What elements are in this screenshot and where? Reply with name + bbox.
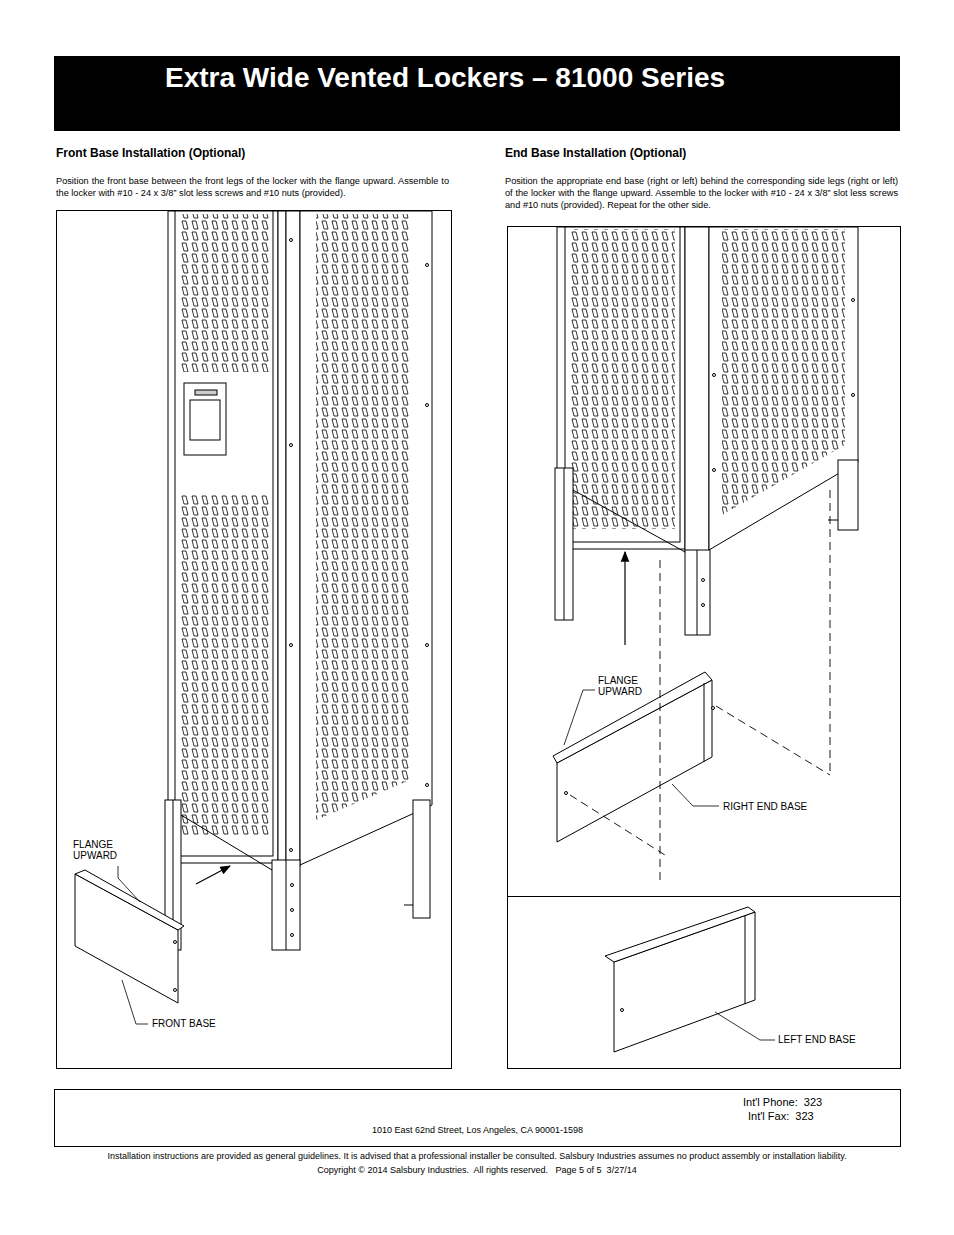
alignment-dashes — [570, 490, 830, 885]
install-arrow — [196, 866, 230, 884]
callout-label: FLANGE UPWARD — [73, 839, 129, 861]
figure-frame: FLANGE UPWARD FRONT BASE — [56, 210, 452, 1069]
contact-box: Int'l Phone: 323Int'l Fax: 323 1010 East … — [54, 1089, 901, 1147]
figure-panel: FLANGE UPWARD RIGHT END BASE — [507, 226, 901, 897]
title-band — [54, 56, 900, 131]
leader-line — [118, 866, 140, 902]
instruction-text: Position the front base between the fron… — [56, 175, 449, 199]
phone-text: Int'l Phone: 323 — [743, 1096, 822, 1109]
section-heading: End Base Installation (Optional) — [505, 146, 898, 160]
leader-line — [672, 784, 719, 806]
disclaimer-text: Installation instructions are provided a… — [20, 1151, 934, 1162]
instruction-text: Position the appropriate end base (right… — [505, 175, 898, 211]
leader-line — [564, 690, 595, 745]
callout-label: FRONT BASE — [152, 1018, 216, 1029]
leader-line — [122, 980, 148, 1024]
figure-panel: LEFT END BASE — [507, 896, 901, 1069]
locker-side-view — [553, 227, 858, 842]
copyright-text: Copyright © 2014 Salsbury Industries. Al… — [20, 1165, 934, 1176]
callout-label: LEFT END BASE — [778, 1034, 856, 1045]
page-title: Extra Wide Vented Lockers – 81000 Series — [165, 60, 885, 96]
fax-text: Int'l Fax: 323 — [748, 1110, 814, 1123]
locker-front-view — [75, 211, 432, 1003]
left-end-base-part — [605, 907, 755, 1052]
callout-label: RIGHT END BASE — [723, 801, 807, 812]
leader-line — [715, 1012, 775, 1040]
install-arrow — [624, 552, 625, 645]
callout-label: FLANGE UPWARD — [598, 675, 654, 697]
section-heading: Front Base Installation (Optional) — [56, 146, 448, 160]
address-text: 1010 East 62nd Street, Los Angeles, CA 9… — [205, 1125, 750, 1136]
